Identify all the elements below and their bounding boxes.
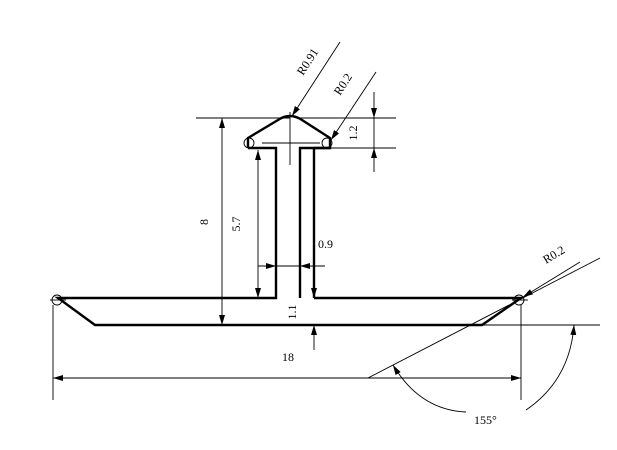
label-head-top-radius: R0.91 [294, 46, 322, 78]
label-head-height: 1.2 [346, 126, 360, 141]
label-head-corner-radius: R0.2 [331, 71, 355, 98]
label-height-stem: 5.7 [229, 217, 243, 232]
leader-head-corner-radius [330, 71, 377, 141]
angle-arc-right [525, 324, 577, 411]
label-base-thickness: 1.1 [285, 305, 299, 320]
angle-arc-left [392, 364, 467, 413]
construction-lines [50, 112, 601, 400]
label-stem-width: 0.9 [318, 237, 333, 251]
label-height-total: 8 [197, 219, 211, 225]
dimension-labels: 8 5.7 1.2 0.9 1.1 18 155° R0.91 R0.2 R0.… [197, 46, 567, 427]
base-plate-outline [54, 296, 525, 327]
head-outline [246, 114, 332, 298]
head-right-radius-circle [321, 137, 333, 149]
label-angle: 155° [474, 413, 497, 427]
label-base-tip-radius: R0.2 [540, 243, 567, 267]
label-base-width: 18 [282, 350, 294, 364]
leader-head-top-radius [291, 41, 341, 117]
dimension-lines [53, 41, 581, 413]
stem-outline [220, 146, 278, 300]
leader-base-tip-radius [522, 261, 581, 298]
head-left-radius-circle [243, 137, 255, 149]
profile-outline [51, 114, 525, 327]
angle-reference-slope [367, 257, 601, 379]
